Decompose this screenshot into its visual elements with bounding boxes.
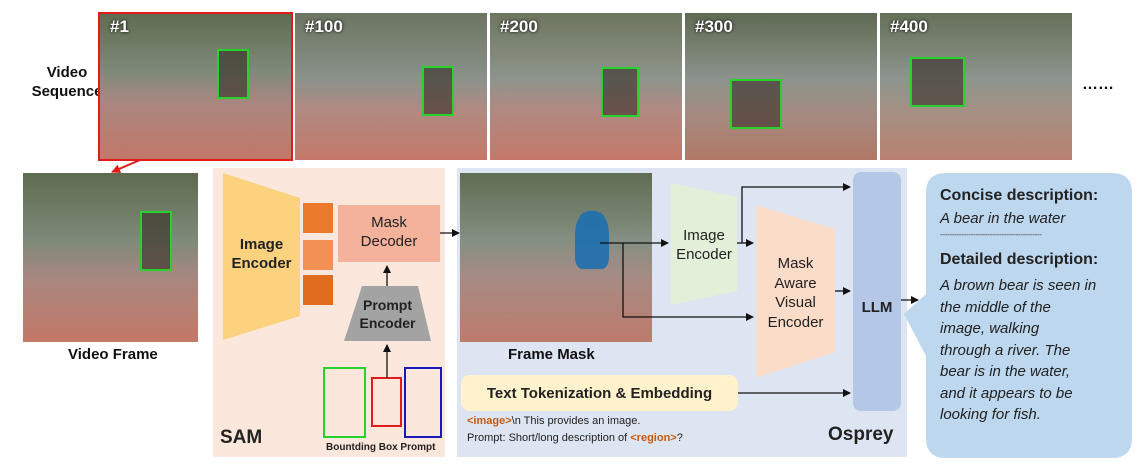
region-tag: <region> xyxy=(630,432,677,444)
detailed-text: A brown bear is seen in the middle of th… xyxy=(940,277,1097,423)
detailed-title: Detailed description: xyxy=(940,251,1099,268)
feature-block-3 xyxy=(303,275,333,305)
frame-mask-label: Frame Mask xyxy=(508,346,595,363)
prompt-bbox-green xyxy=(323,367,366,438)
ellipsis: …… xyxy=(1082,76,1114,93)
mask-decoder-box xyxy=(338,205,440,262)
video-frame-1: #1 xyxy=(100,13,292,160)
prompt-encoder-label: Prompt Encoder xyxy=(359,297,416,331)
frame-label-400: #400 xyxy=(890,17,928,36)
frame-label-100: #100 xyxy=(305,17,343,36)
sam-image-encoder-shape xyxy=(223,173,300,340)
osprey-image-encoder-label: Image Encoder xyxy=(676,227,732,263)
osprey-title: Osprey xyxy=(828,424,894,445)
text-tokenization-shape xyxy=(461,375,738,411)
prompt-encoder-shape xyxy=(344,286,431,341)
frame-mask-image xyxy=(460,173,652,342)
frame-label-1: #1 xyxy=(110,17,129,36)
concise-title: Concise description: xyxy=(940,187,1099,204)
output-bubble xyxy=(904,173,1132,458)
bear-mask xyxy=(575,211,609,269)
mask-aware-encoder-label: Mask Aware Visual Encoder xyxy=(767,255,824,331)
prompt-template-line-2: Prompt: Short/long description of <regio… xyxy=(467,432,683,444)
frame-label-200: #200 xyxy=(500,17,538,36)
prompt-bbox-blue xyxy=(404,367,442,438)
video-frame-label: Video Frame xyxy=(68,346,158,363)
frame-select-arrow xyxy=(111,159,141,173)
concise-text: A bear in the water xyxy=(940,210,1066,227)
bear-bbox xyxy=(140,211,172,271)
bear-bbox xyxy=(217,49,249,99)
video-frame-100: #100 xyxy=(295,13,487,160)
video-frame-400: #400 xyxy=(880,13,1072,160)
text-tokenization-label: Text Tokenization & Embedding xyxy=(486,385,713,402)
divider: ----------------------------------------… xyxy=(940,230,1042,239)
bear-bbox xyxy=(910,57,965,107)
mask-decoder-label: Mask Decoder xyxy=(360,214,418,250)
video-frame-enlarged xyxy=(23,173,198,342)
feature-block-2 xyxy=(303,240,333,270)
sam-image-encoder-label: Image Encoder xyxy=(231,236,292,272)
video-frame-300: #300 xyxy=(685,13,877,160)
sam-title: SAM xyxy=(220,427,263,448)
bear-bbox xyxy=(422,66,454,116)
mask-to-visual-encoder-arrow xyxy=(622,243,754,321)
frame-1-highlight xyxy=(98,12,293,161)
image-tag: <image> xyxy=(467,415,512,427)
prompt-template-line-1: <image>\n This provides an image. xyxy=(467,415,641,427)
bear-bbox xyxy=(730,79,782,129)
bear-bbox xyxy=(601,67,639,117)
frame-label-300: #300 xyxy=(695,17,733,36)
osprey-image-encoder-shape xyxy=(671,183,737,305)
feature-block-1 xyxy=(303,203,333,233)
video-sequence-label: Video Sequence xyxy=(31,64,103,100)
bbox-prompt-label: Bountding Box Prompt xyxy=(326,442,436,453)
video-frame-200: #200 xyxy=(490,13,682,160)
image-encoder-to-llm-arrow xyxy=(741,183,851,243)
llm-label: LLM xyxy=(861,299,893,316)
mask-aware-encoder-shape xyxy=(756,205,835,378)
llm-shape xyxy=(853,172,901,411)
